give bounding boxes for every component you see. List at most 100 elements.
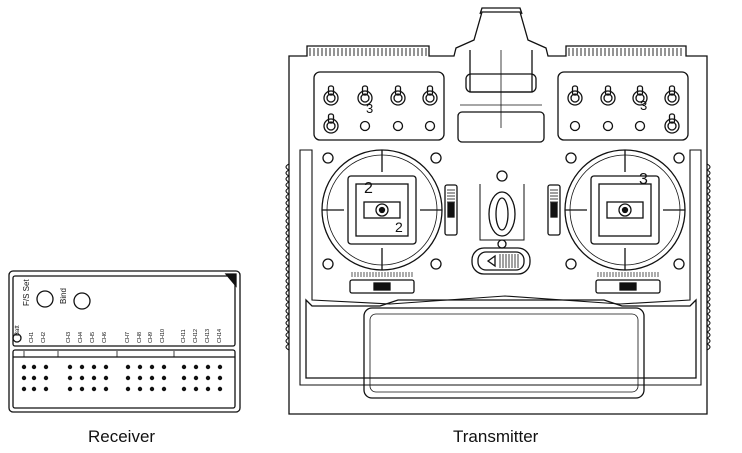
toggle-lever bbox=[604, 85, 612, 96]
toggle-bezel bbox=[567, 90, 583, 106]
toggle-lever bbox=[327, 85, 335, 96]
gimbal-plate bbox=[590, 175, 660, 245]
vertical-trim-knob bbox=[550, 202, 558, 218]
center-screw-bottom bbox=[497, 239, 507, 249]
gimbal-stick-slot bbox=[363, 201, 401, 219]
toggle-lever bbox=[636, 85, 644, 96]
channel-label-7: CH7 bbox=[125, 332, 131, 343]
left-switch-number: 3 bbox=[366, 101, 373, 116]
batt-label: Batt bbox=[15, 325, 21, 336]
grip-ridge bbox=[706, 277, 711, 285]
header-pin bbox=[217, 386, 223, 392]
header-pin bbox=[149, 386, 155, 392]
gimbal-screw bbox=[673, 258, 685, 270]
channel-label-10: CH10 bbox=[160, 329, 166, 343]
header-pin bbox=[193, 364, 199, 370]
right-vent-ridges bbox=[568, 48, 682, 56]
header-pin bbox=[103, 364, 109, 370]
right-switch-number: 3 bbox=[640, 98, 647, 113]
grip-ridge bbox=[285, 229, 290, 237]
gimbal-frame bbox=[598, 183, 652, 237]
grip-ridge bbox=[285, 307, 290, 315]
horizontal-trim-knob bbox=[619, 282, 637, 291]
toggle-lever bbox=[571, 85, 579, 96]
toggle-bezel bbox=[357, 90, 373, 106]
grip-ridge bbox=[706, 337, 711, 345]
lower-panel-outer bbox=[305, 298, 697, 379]
header-pin bbox=[149, 364, 155, 370]
header-pin bbox=[181, 364, 187, 370]
header-pin bbox=[161, 364, 167, 370]
gimbal-stick-slot bbox=[606, 201, 644, 219]
grip-ridge bbox=[706, 319, 711, 327]
header-pin bbox=[125, 386, 131, 392]
grip-ridge bbox=[706, 325, 711, 333]
header-pin bbox=[193, 375, 199, 381]
toggle-bezel bbox=[390, 90, 406, 106]
channel-labels: CH1 CH2 CH3 CH4 CH5 CH6 CH7 CH8 CH9 CH10… bbox=[29, 329, 223, 343]
channel-label-14: CH14 bbox=[217, 329, 223, 343]
center-knob-inner bbox=[495, 197, 509, 231]
grip-ridge bbox=[285, 265, 290, 273]
horizontal-trim bbox=[595, 279, 661, 294]
grip-ridge bbox=[285, 193, 290, 201]
toggle-base bbox=[635, 93, 645, 103]
right-grip-ridges bbox=[706, 163, 711, 351]
bind-button bbox=[73, 292, 91, 310]
gimbal-stick-center bbox=[621, 206, 629, 214]
left-gimbal-number: 2 bbox=[364, 180, 373, 197]
channel-label-5: CH5 bbox=[90, 332, 96, 343]
header-pin bbox=[91, 364, 97, 370]
right-gimbal-number: 3 bbox=[639, 171, 648, 188]
battery-window bbox=[363, 307, 645, 399]
toggle-lever bbox=[327, 113, 335, 124]
grip-ridge bbox=[285, 295, 290, 303]
toggle-base bbox=[667, 93, 677, 103]
grip-ridge bbox=[285, 277, 290, 285]
header-pin bbox=[149, 375, 155, 381]
toggle-bezel bbox=[664, 118, 680, 134]
grip-ridge bbox=[285, 241, 290, 249]
grip-ridge bbox=[285, 205, 290, 213]
header-pin bbox=[125, 364, 131, 370]
channel-label-8: CH8 bbox=[137, 332, 143, 343]
toggle-bezel bbox=[323, 90, 339, 106]
center-slider-arrow bbox=[486, 254, 496, 268]
receiver-corner-notch bbox=[224, 273, 237, 288]
grip-ridge bbox=[285, 325, 290, 333]
header-pin bbox=[125, 375, 131, 381]
gimbal-stick-center bbox=[378, 206, 386, 214]
channel-label-12: CH12 bbox=[193, 329, 199, 343]
toggle-bezel bbox=[664, 90, 680, 106]
toggle-bezel bbox=[323, 118, 339, 134]
grip-ridge bbox=[706, 313, 711, 321]
grip-ridge bbox=[285, 163, 290, 171]
gimbal-stick bbox=[618, 203, 632, 217]
channel-label-11: CH11 bbox=[181, 329, 187, 343]
grip-ridge bbox=[285, 217, 290, 225]
left-switch-panel bbox=[313, 71, 445, 141]
horizontal-trim bbox=[349, 279, 415, 294]
pin-header-block bbox=[12, 349, 236, 409]
toggle-base bbox=[326, 121, 336, 131]
header-pin bbox=[205, 386, 211, 392]
channel-label-6: CH6 bbox=[102, 332, 108, 343]
header-pin bbox=[205, 364, 211, 370]
grip-ridge bbox=[706, 223, 711, 231]
left-vent-ridges bbox=[309, 48, 427, 56]
vertical-trim bbox=[547, 184, 561, 236]
grip-ridge bbox=[706, 259, 711, 267]
center-screw-top bbox=[496, 170, 508, 182]
gimbal-frame bbox=[355, 183, 409, 237]
center-bridge bbox=[457, 111, 545, 143]
center-slider bbox=[477, 251, 525, 271]
grip-ridge bbox=[285, 283, 290, 291]
grip-ridge bbox=[285, 211, 290, 219]
grip-ridge bbox=[706, 307, 711, 315]
header-pin bbox=[217, 375, 223, 381]
grip-ridge bbox=[285, 271, 290, 279]
fs-set-button bbox=[36, 290, 54, 308]
grip-ridge bbox=[706, 229, 711, 237]
grip-ridge bbox=[285, 223, 290, 231]
